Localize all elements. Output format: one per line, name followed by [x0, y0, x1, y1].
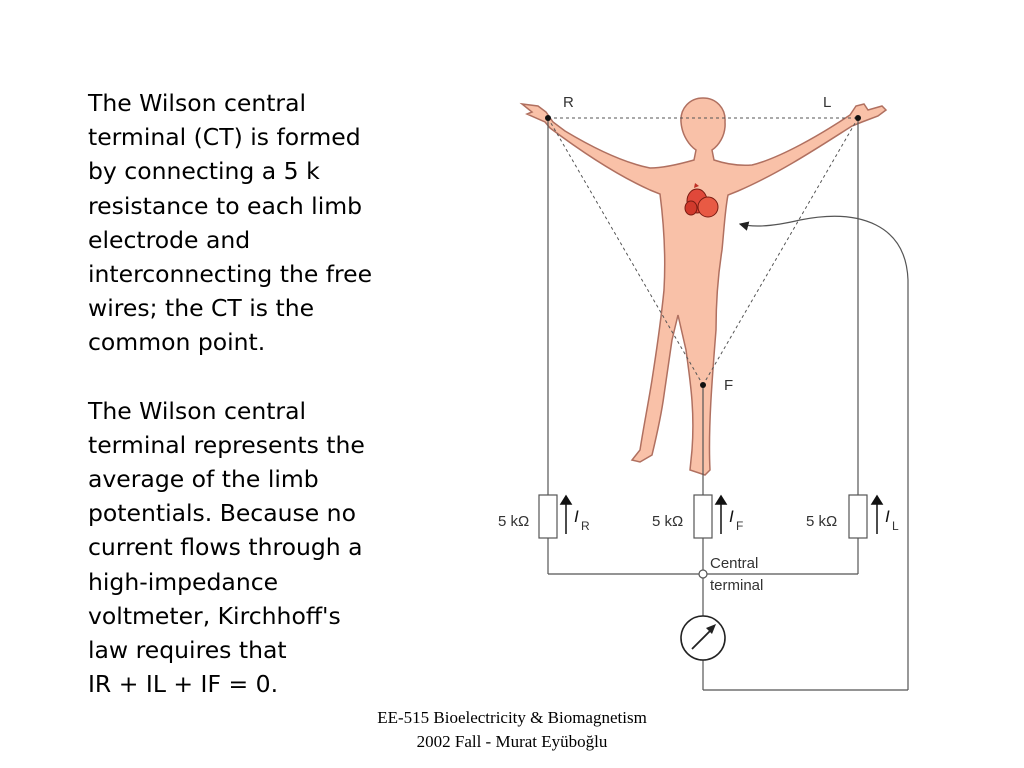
label-r: R — [563, 94, 574, 111]
text-line: IR + IL + IF = 0. — [88, 670, 279, 699]
resistor-label-l: 5 kΩ — [806, 513, 837, 530]
resistor-right — [538, 494, 558, 539]
text-line: potentials. Because no — [88, 499, 356, 528]
electrode-left — [855, 115, 861, 121]
slide-footer: EE-515 Bioelectricity & Biomagnetism 200… — [377, 708, 647, 751]
svg-text:R: R — [581, 519, 590, 533]
text-line: current flows through a — [88, 533, 363, 562]
paragraph-2: The Wilson central terminal represents t… — [88, 394, 428, 702]
current-label-f: I F — [729, 507, 743, 533]
text-line: The Wilson central — [88, 396, 307, 425]
text-line: electrode and — [88, 225, 251, 254]
text-line: interconnecting the free — [88, 260, 373, 289]
text-line: terminal (CT) is formed — [88, 123, 361, 152]
resistor-label-f: 5 kΩ — [652, 513, 683, 530]
svg-text:L: L — [892, 519, 899, 533]
svg-text:I: I — [885, 507, 890, 526]
text-line: voltmeter, Kirchhoff's — [88, 601, 341, 630]
resistor-left — [848, 494, 868, 539]
central-terminal-label: Central — [710, 555, 758, 572]
svg-text:I: I — [729, 507, 734, 526]
text-line: average of the limb — [88, 465, 319, 494]
paragraph-1: The Wilson central terminal (CT) is form… — [88, 86, 428, 360]
central-terminal-label-2: terminal — [710, 577, 763, 594]
svg-text:I: I — [574, 507, 579, 526]
lead-triangle — [547, 117, 859, 386]
resistor-foot — [693, 494, 713, 539]
current-arrows — [559, 494, 884, 534]
text-line: high-impedance — [88, 567, 279, 596]
current-label-r: I R — [574, 507, 590, 533]
resistor-label-r: 5 kΩ — [498, 513, 529, 530]
text-line: resistance to each limb — [88, 191, 363, 220]
text-line: by connecting a 5 k — [88, 157, 320, 186]
human-body — [519, 97, 888, 476]
slide-text: The Wilson central terminal (CT) is form… — [88, 86, 428, 735]
voltmeter-icon — [680, 615, 726, 661]
text-line: common point. — [88, 328, 266, 357]
label-l: L — [823, 94, 831, 111]
text-line: wires; the CT is the — [88, 294, 315, 323]
electrode-right — [545, 115, 551, 121]
electrode-foot — [700, 382, 706, 388]
body-silhouette — [519, 97, 888, 476]
label-f: F — [724, 377, 733, 394]
text-line: terminal represents the — [88, 430, 365, 459]
text-line: The Wilson central — [88, 89, 307, 117]
text-line: law requires that — [88, 636, 287, 665]
svg-text:F: F — [736, 519, 743, 533]
circuit-wires — [547, 118, 909, 691]
central-terminal-node — [698, 569, 708, 579]
heart-icon — [684, 183, 719, 218]
current-label-l: I L — [885, 507, 899, 533]
